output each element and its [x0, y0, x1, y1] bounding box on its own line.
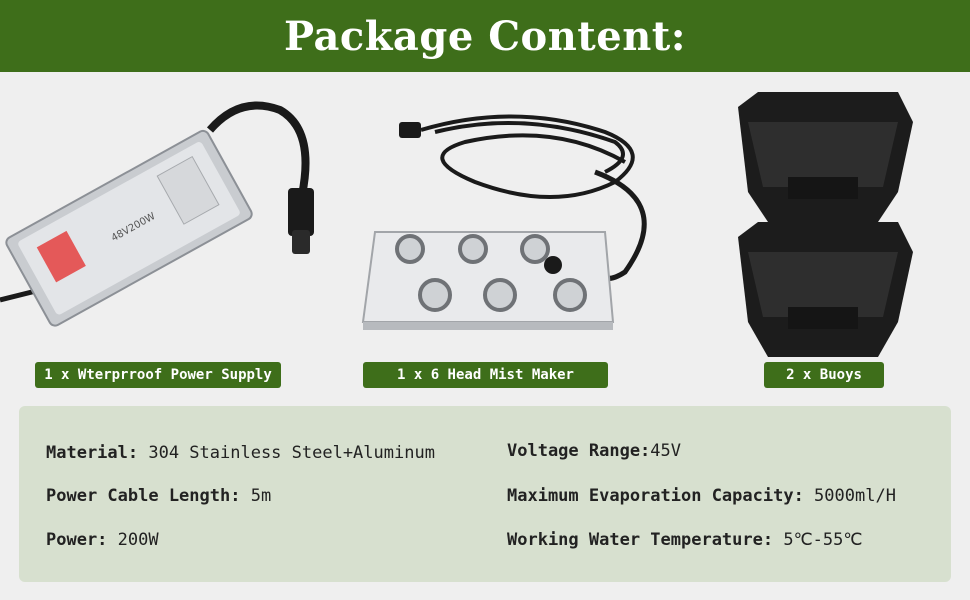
specs-panel: Material: 304 Stainless Steel+Aluminum P…: [19, 406, 951, 582]
spec-evaporation-capacity: Maximum Evaporation Capacity: 5000ml/H: [507, 486, 896, 506]
spec-value: 200W: [107, 530, 159, 550]
spec-power: Power: 200W: [46, 530, 159, 550]
spec-key: Power Cable Length:: [46, 486, 241, 506]
mist-maker-image: [361, 114, 647, 330]
product-label-mist-maker: 1 x 6 Head Mist Maker: [363, 362, 608, 388]
spec-water-temperature: Working Water Temperature: 5℃-55℃: [507, 530, 862, 550]
spec-key: Power:: [46, 530, 108, 550]
product-label-buoys: 2 x Buoys: [764, 362, 884, 388]
spec-value: 45V: [650, 441, 682, 461]
spec-key: Maximum Evaporation Capacity:: [507, 486, 804, 506]
spec-value: 304 Stainless Steel+Aluminum: [138, 443, 435, 463]
buoy-image: [738, 92, 913, 357]
spec-voltage-range: Voltage Range:45V: [507, 441, 681, 461]
product-label-power-supply: 1 x Wterprroof Power Supply: [35, 362, 281, 388]
spec-cable-length: Power Cable Length: 5m: [46, 486, 271, 506]
spec-key: Material:: [46, 443, 139, 463]
spec-value: 5000ml/H: [803, 486, 896, 506]
spec-value: 5m: [240, 486, 272, 506]
power-supply-image: 48V200W: [0, 101, 314, 327]
spec-value: 5℃-55℃: [773, 530, 863, 550]
spec-material: Material: 304 Stainless Steel+Aluminum: [46, 443, 435, 463]
spec-key: Voltage Range:: [507, 441, 651, 461]
page-title: Package Content:: [283, 12, 687, 60]
header-banner: Package Content:: [0, 0, 970, 72]
spec-key: Working Water Temperature:: [507, 530, 774, 550]
